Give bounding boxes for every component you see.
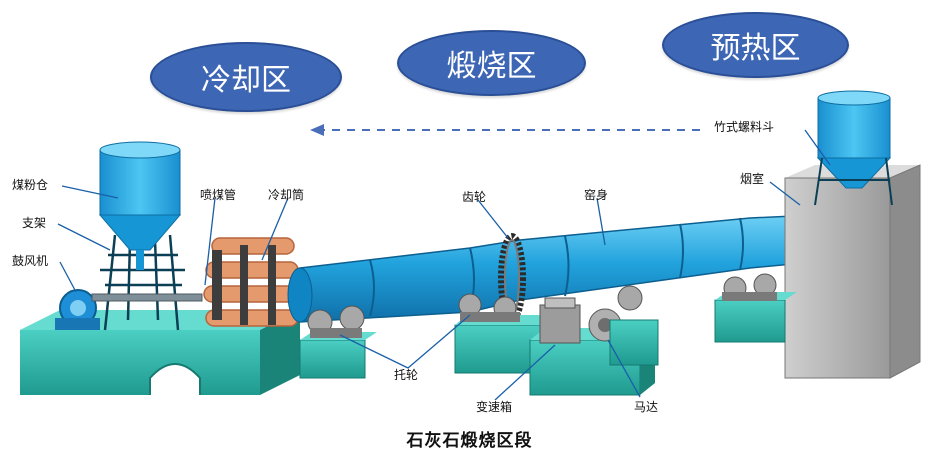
- label-blower: 鼓风机: [12, 254, 49, 268]
- label-chimney-room: 烟室: [740, 172, 765, 186]
- roller-station-2: [454, 293, 557, 374]
- label-gearbox: 变速箱: [476, 400, 513, 414]
- zone-calcining: 煅烧区: [397, 30, 586, 96]
- label-cooler: 冷却筒: [268, 188, 305, 202]
- zone-preheating: 预热区: [662, 12, 849, 78]
- roller-station-1: [299, 305, 377, 379]
- blower: [55, 289, 203, 330]
- label-kiln-body: 窑身: [584, 188, 609, 202]
- leader-lines: [57, 129, 831, 401]
- label-rollers: 托轮: [394, 368, 419, 382]
- roller-station-4: [714, 273, 797, 343]
- label-vertical-hopper: 竹式螺料斗: [714, 120, 775, 134]
- label-motor: 马达: [634, 400, 659, 414]
- roller-station-3: [609, 285, 659, 366]
- label-coal-bin: 煤粉仓: [12, 178, 49, 192]
- zone-cooling: 冷却区: [150, 42, 342, 112]
- coal-bin: [98, 141, 182, 270]
- figure-caption: 石灰石煅烧区段: [406, 431, 533, 451]
- feed-hopper: [814, 90, 893, 206]
- label-gear: 齿轮: [462, 190, 487, 204]
- label-coal-nozzle: 喷煤管: [200, 188, 237, 202]
- chimney-room: [784, 164, 921, 379]
- cooler-drum: [203, 237, 301, 327]
- flow-arrow: [310, 124, 700, 136]
- label-support: 支架: [22, 216, 47, 230]
